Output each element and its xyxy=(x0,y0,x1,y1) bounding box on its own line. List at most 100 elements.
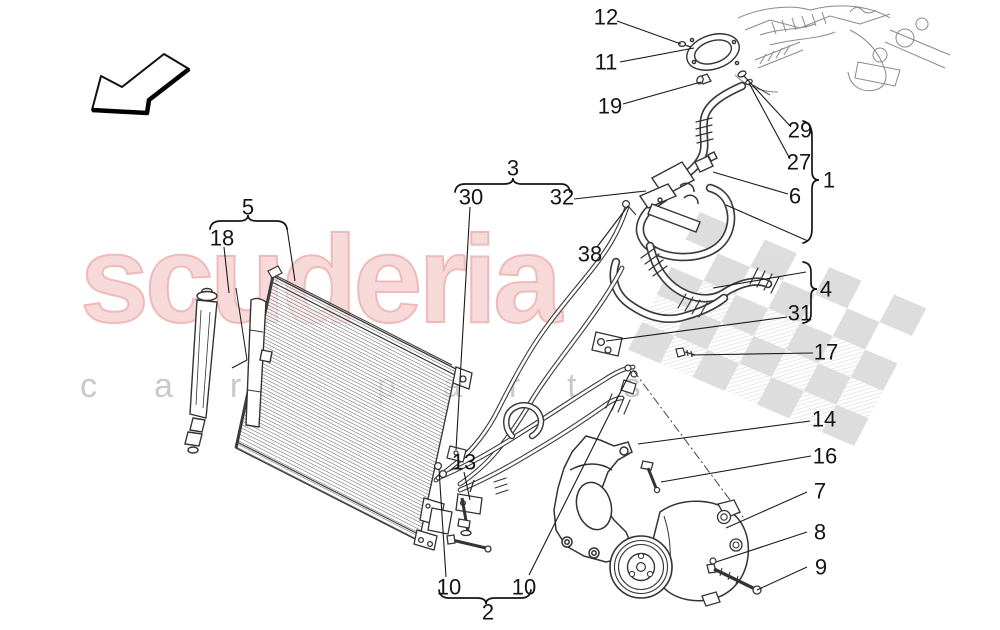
callout-5: 5 xyxy=(242,195,254,220)
leader-line-31 xyxy=(605,316,788,342)
condenser-side-bracket xyxy=(452,366,473,390)
brand-watermark-text: scuderia xyxy=(80,211,563,349)
leader-line-29 xyxy=(743,75,792,128)
callout-6: 6 xyxy=(789,184,801,209)
bolt-17 xyxy=(675,347,696,358)
bracket-group-5 xyxy=(209,214,288,230)
junction-cluster xyxy=(419,461,492,553)
flag-cell xyxy=(692,349,740,391)
leader-line-38 xyxy=(596,205,629,248)
flag-cell xyxy=(818,335,866,378)
leader-line-12 xyxy=(616,20,682,45)
flag-cell xyxy=(627,322,675,364)
leader-line-18 xyxy=(223,246,230,294)
callout-32: 32 xyxy=(550,185,574,210)
callout-1: 1 xyxy=(823,168,835,193)
seal-ring-29 xyxy=(737,70,747,78)
pipe-fitting-30 xyxy=(446,445,467,463)
flag-cell xyxy=(832,308,880,350)
callout-7: 7 xyxy=(814,479,826,504)
condenser-tank xyxy=(245,297,273,428)
flag-cell xyxy=(721,294,769,336)
callout-30: 30 xyxy=(459,185,483,210)
leader-line-4 xyxy=(712,271,807,289)
compressor-pulley xyxy=(609,535,673,599)
flag-cell xyxy=(803,363,851,405)
flag-cell xyxy=(660,335,707,378)
leader-line-19 xyxy=(622,81,702,105)
direction-arrow xyxy=(91,53,191,116)
flag-cell xyxy=(757,377,804,419)
flag-cell xyxy=(879,294,927,336)
sub-watermark-car: car xyxy=(80,367,298,405)
callout-3: 3 xyxy=(507,156,519,181)
leader-line-1 xyxy=(725,204,809,242)
bracket-group-1 xyxy=(802,120,820,244)
clamp-31 xyxy=(591,331,623,357)
callout-38: 38 xyxy=(578,242,602,267)
leader-line-10 xyxy=(528,370,632,576)
flag-cell xyxy=(771,349,819,391)
callout-4: 4 xyxy=(820,277,832,302)
callout-10: 10 xyxy=(512,575,536,600)
leader-line-14 xyxy=(637,420,811,445)
leader-line-extra xyxy=(231,359,248,369)
engine-sketch xyxy=(734,5,951,93)
callout-10: 10 xyxy=(437,575,461,600)
flag-cell xyxy=(850,349,898,391)
screw-8 xyxy=(709,557,717,565)
leader-line-7 xyxy=(725,491,808,529)
group-brackets xyxy=(209,120,820,605)
callout-27: 27 xyxy=(787,150,811,175)
flag-cell xyxy=(753,308,801,350)
bolt-19 xyxy=(696,73,712,85)
leader-line-27 xyxy=(748,82,791,160)
o-ring-10-left xyxy=(433,461,443,471)
flag-cell xyxy=(706,322,754,364)
sensor-bolt-6 xyxy=(694,151,718,173)
leader-line-32 xyxy=(573,190,647,200)
leader-line-9 xyxy=(756,566,808,591)
bolt-16 xyxy=(640,460,661,494)
compressor xyxy=(609,499,750,607)
flag-cell xyxy=(739,335,787,378)
leader-line-5 xyxy=(286,227,296,282)
callout-29: 29 xyxy=(788,118,812,143)
condenser xyxy=(234,265,473,551)
leader-line-11 xyxy=(619,47,695,63)
assembly-axis-line xyxy=(632,369,746,521)
callout-12: 12 xyxy=(594,5,618,30)
leader-line-13 xyxy=(463,471,471,501)
bracket-group-3 xyxy=(454,177,571,193)
callout-14: 14 xyxy=(812,407,836,432)
bolt-12 xyxy=(677,40,692,48)
condenser-foot-bracket xyxy=(413,529,438,551)
callout-19: 19 xyxy=(598,94,622,119)
leader-lines xyxy=(223,20,814,591)
flag-cell xyxy=(768,280,815,323)
checkered-flag-watermark xyxy=(627,212,927,446)
gasket-plate xyxy=(686,33,740,71)
leader-line-17 xyxy=(691,352,814,356)
receiver-drier xyxy=(184,287,218,454)
leader-line-16 xyxy=(660,455,812,483)
callout-18: 18 xyxy=(210,226,234,251)
callout-9: 9 xyxy=(815,555,827,580)
leader-line-8 xyxy=(715,531,808,563)
pipe-lines xyxy=(433,204,636,495)
bolt-38 xyxy=(621,200,637,216)
valve-block xyxy=(638,151,718,233)
callout-16: 16 xyxy=(813,444,837,469)
flag-cell xyxy=(836,377,884,419)
flag-cell xyxy=(821,404,869,446)
callout-8: 8 xyxy=(814,520,826,545)
leader-line-extra xyxy=(235,287,248,361)
bracket-group-2 xyxy=(438,589,532,605)
leader-line-30 xyxy=(455,206,471,451)
bracket-group-4 xyxy=(802,261,818,324)
crimp-sleeves xyxy=(640,117,780,318)
leader-line-6 xyxy=(712,171,789,195)
